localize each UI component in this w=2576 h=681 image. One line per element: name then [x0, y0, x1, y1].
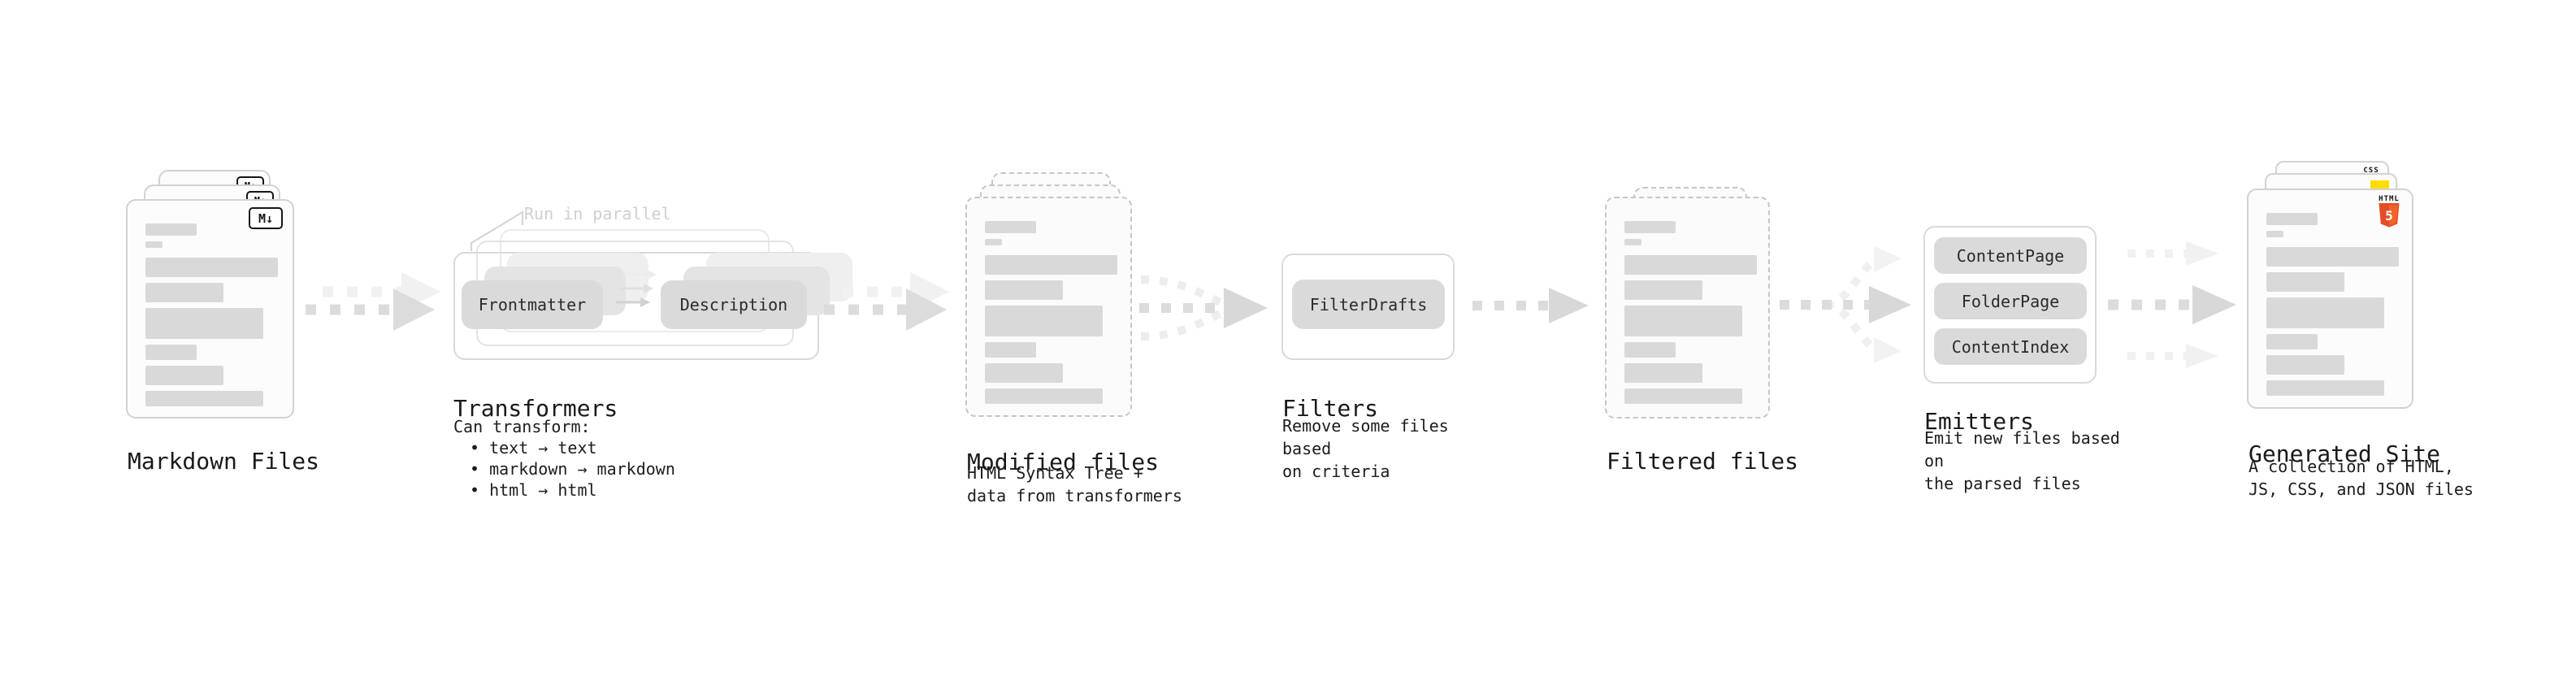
- run-in-parallel-note: Run in parallel: [524, 204, 671, 223]
- arrow-emitters-to-generated: [2108, 241, 2236, 368]
- stage-markdown-files: M↓ M↓ M↓ Markdown Files: [126, 170, 329, 495]
- frontmatter-pill: Frontmatter: [462, 280, 603, 329]
- stage-generated-site: CSS HTML 5 Generated Site A collection o: [2247, 161, 2474, 510]
- stage-filtered-files: Filtered files: [1605, 187, 1816, 479]
- stage-title-generated-site: Generated Site: [2249, 440, 2441, 468]
- contentpage-pill: ContentPage: [1934, 237, 2087, 274]
- caption-bullet: • html → html: [470, 480, 597, 500]
- stage-title-filters: Filters: [1282, 395, 1379, 423]
- arrow-filtered-to-emitters: [1780, 246, 1911, 363]
- markdown-icon: M↓: [249, 207, 283, 229]
- arrow-modified-to-filters: [1139, 275, 1268, 340]
- arrow-transformers-to-modified: [824, 272, 949, 331]
- js-icon: [2370, 180, 2389, 190]
- arrow-filters-to-filtered: [1472, 288, 1589, 323]
- html5-icon: HTML 5: [2376, 195, 2402, 232]
- stage-title-markdown-files: Markdown Files: [128, 448, 320, 475]
- emitters-caption: Emit new files based on the parsed files: [1924, 428, 2120, 493]
- folderpage-pill: FolderPage: [1934, 283, 2087, 319]
- stage-title-transformers: Transformers: [453, 395, 618, 423]
- note-leader-line: [470, 210, 524, 251]
- svg-text:5: 5: [2385, 208, 2393, 223]
- parallel-flow-arrows: [616, 270, 657, 307]
- generated-caption: A collection of HTML, JS, CSS, and JSON …: [2249, 457, 2474, 499]
- css-icon-label: CSS: [2363, 167, 2379, 175]
- doc-text-bars: [2266, 213, 2399, 396]
- filtered-doc-front: [1605, 197, 1770, 419]
- html5-icon-label: HTML: [2379, 195, 2400, 203]
- doc-text-bars: [145, 223, 278, 406]
- filters-box: [1281, 254, 1455, 360]
- stage-filters: FilterDrafts Filters Remove some files b…: [1281, 254, 1493, 497]
- stage-transformers: Run in parallel Frontmatter Description …: [453, 203, 852, 512]
- doc-text-bars: [1624, 221, 1757, 404]
- stage-title-filtered-files: Filtered files: [1607, 448, 1799, 475]
- contentindex-pill: ContentIndex: [1934, 328, 2087, 365]
- arrow-markdown-to-transformers: [306, 272, 440, 331]
- caption-bullet: • text → text: [470, 438, 597, 458]
- transformers-caption: Can transform: • text → text • markdown …: [453, 416, 675, 501]
- modified-caption: HTML Syntax Tree + data from transformer…: [967, 463, 1182, 505]
- markdown-icon-glyph: M↓: [258, 210, 274, 226]
- generated-doc-html: HTML 5: [2247, 189, 2413, 409]
- stage-emitters: ContentPage FolderPage ContentIndex Emit…: [1923, 226, 2135, 494]
- doc-text-bars: [985, 221, 1117, 404]
- stage-title-emitters: Emitters: [1924, 408, 2034, 436]
- caption-heading: Can transform:: [453, 417, 591, 436]
- filters-caption: Remove some files based on criteria: [1282, 416, 1449, 481]
- emitters-box: [1923, 226, 2097, 384]
- modified-doc-front: [965, 197, 1132, 417]
- caption-bullet: • markdown → markdown: [470, 459, 675, 479]
- html5-shield: 5: [2379, 203, 2400, 228]
- markdown-doc-front: M↓: [126, 199, 294, 419]
- filterdrafts-pill: FilterDrafts: [1292, 280, 1445, 329]
- description-pill: Description: [661, 280, 807, 329]
- stage-title-modified-files: Modified files: [967, 449, 1160, 476]
- stage-modified-files: Modified files HTML Syntax Tree + data f…: [965, 172, 1193, 514]
